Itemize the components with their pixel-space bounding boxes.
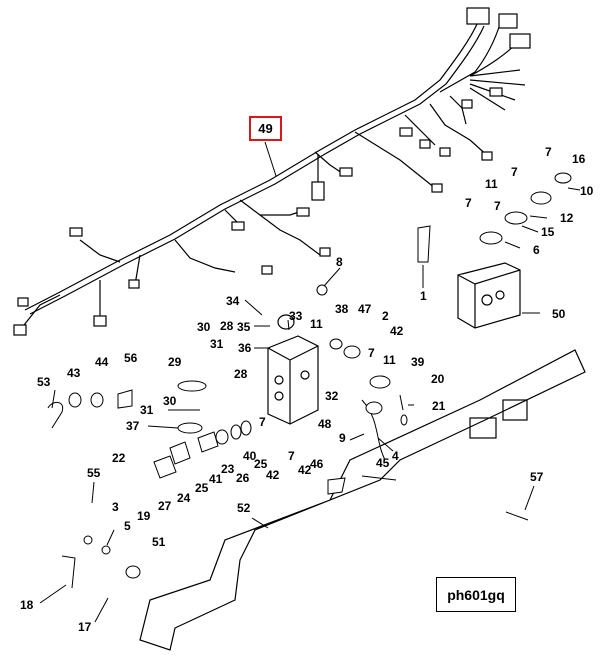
callout-34: 34 [226, 294, 240, 308]
mounting-plate[interactable] [457, 262, 521, 329]
callout-15: 15 [541, 225, 555, 239]
callout-16: 16 [572, 152, 586, 166]
leader-lines [39, 141, 581, 623]
callout-51: 51 [152, 535, 166, 549]
callout-7g: 7 [288, 449, 295, 463]
callout-7e: 7 [368, 346, 375, 360]
callout-9: 9 [339, 431, 346, 445]
callout-35: 35 [237, 320, 251, 334]
callout-31a: 31 [210, 337, 224, 351]
highlight-box-49 [249, 116, 282, 141]
callout-25b: 25 [254, 457, 268, 471]
callout-7b: 7 [511, 165, 518, 179]
callout-labels: 1 2 3 4 5 6 7 7 7 7 7 7 7 8 9 10 11 11 1… [20, 145, 594, 634]
callout-27: 27 [158, 499, 172, 513]
small-parts [47, 172, 572, 589]
callout-57: 57 [530, 470, 544, 484]
callout-32: 32 [325, 389, 339, 403]
callout-52: 52 [237, 501, 251, 515]
callout-53: 53 [37, 375, 51, 389]
callout-38: 38 [335, 302, 349, 316]
callout-30b: 30 [163, 394, 177, 408]
callout-43: 43 [67, 366, 81, 380]
callout-42a: 42 [390, 324, 404, 338]
callout-7c: 7 [545, 145, 552, 159]
callout-5: 5 [124, 519, 131, 533]
callout-12: 12 [560, 211, 574, 225]
callout-48: 48 [318, 417, 332, 431]
callout-11c: 11 [383, 353, 396, 367]
callout-46: 46 [310, 457, 324, 471]
callout-28a: 28 [220, 319, 234, 333]
callout-55: 55 [87, 466, 101, 480]
callout-28b: 28 [234, 367, 248, 381]
callout-7d: 7 [465, 196, 472, 210]
callout-4: 4 [392, 449, 399, 463]
callout-36: 36 [238, 341, 252, 355]
mounting-rail[interactable] [139, 349, 586, 651]
valve-manifold[interactable] [267, 314, 319, 425]
callout-26: 26 [236, 471, 250, 485]
callout-31b: 31 [140, 403, 154, 417]
callout-33: 33 [289, 309, 303, 323]
callout-11b: 11 [310, 317, 323, 331]
callout-11a: 11 [485, 177, 498, 191]
callout-21: 21 [432, 399, 446, 413]
callout-30a: 30 [197, 320, 211, 334]
callout-40: 40 [243, 449, 257, 463]
callout-7a: 7 [494, 199, 501, 213]
callout-45: 45 [376, 456, 390, 470]
callout-23: 23 [221, 462, 235, 476]
callout-44: 44 [95, 355, 109, 369]
callout-7f: 7 [259, 415, 266, 429]
callout-22: 22 [112, 451, 126, 465]
callout-3: 3 [112, 500, 119, 514]
callout-17: 17 [78, 620, 92, 634]
callout-47: 47 [358, 302, 372, 316]
callout-25a: 25 [195, 481, 209, 495]
callout-24: 24 [177, 491, 191, 505]
callout-42b: 42 [266, 468, 280, 482]
callout-37: 37 [126, 419, 140, 433]
reference-id-box: ph601gq [436, 577, 516, 612]
callout-41: 41 [209, 472, 223, 486]
callout-29: 29 [168, 355, 182, 369]
callout-18: 18 [20, 598, 34, 612]
callout-8: 8 [336, 255, 343, 269]
callout-56: 56 [124, 351, 138, 365]
callout-42c: 42 [298, 463, 312, 477]
callout-19: 19 [137, 509, 151, 523]
callout-20: 20 [431, 372, 445, 386]
wire-harness[interactable] [13, 7, 531, 336]
callout-6: 6 [533, 243, 540, 257]
callout-1: 1 [420, 289, 427, 303]
callout-49[interactable]: 49 [258, 121, 273, 136]
callout-10: 10 [580, 184, 594, 198]
callout-50: 50 [552, 307, 566, 321]
callout-39: 39 [411, 355, 425, 369]
callout-2: 2 [382, 309, 389, 323]
